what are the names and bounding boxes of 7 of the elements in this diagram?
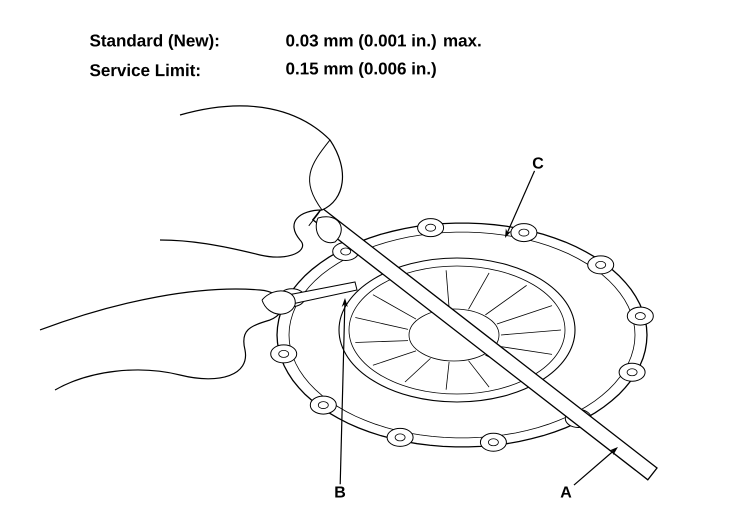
spec-value: 0.03 mm (0.001 in.) max. [286, 34, 481, 50]
spec-value: 0.15 mm (0.006 in.) [286, 62, 436, 78]
callout-letter: A [560, 486, 572, 498]
spec-label: Service Limit: [90, 64, 200, 76]
callout-letter: C [532, 157, 544, 169]
callout-letter: B [335, 486, 346, 498]
spec-label: Standard (New): [90, 34, 218, 50]
